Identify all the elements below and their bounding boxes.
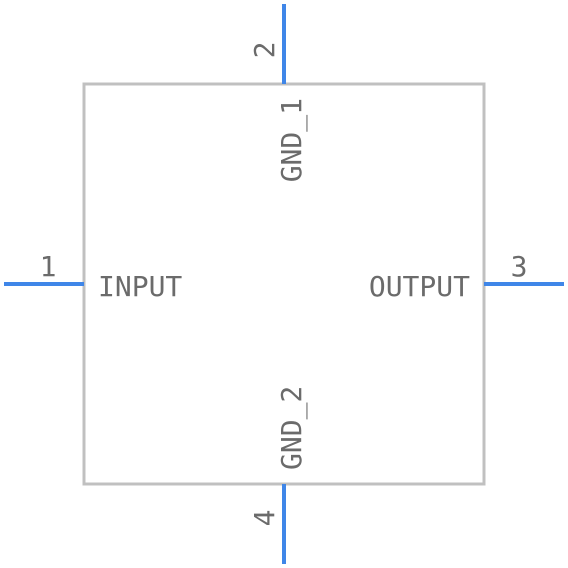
pin-3-name: OUTPUT (369, 270, 470, 303)
pin-2-number: 2 (248, 42, 281, 59)
pin-4-name: GND_2 (275, 386, 309, 470)
pin-2-name: GND_1 (275, 98, 309, 182)
pin-1-number: 1 (40, 250, 57, 283)
pin-3-number: 3 (511, 250, 528, 283)
pin-4-number: 4 (248, 510, 281, 527)
pin-1-name: INPUT (98, 270, 182, 303)
